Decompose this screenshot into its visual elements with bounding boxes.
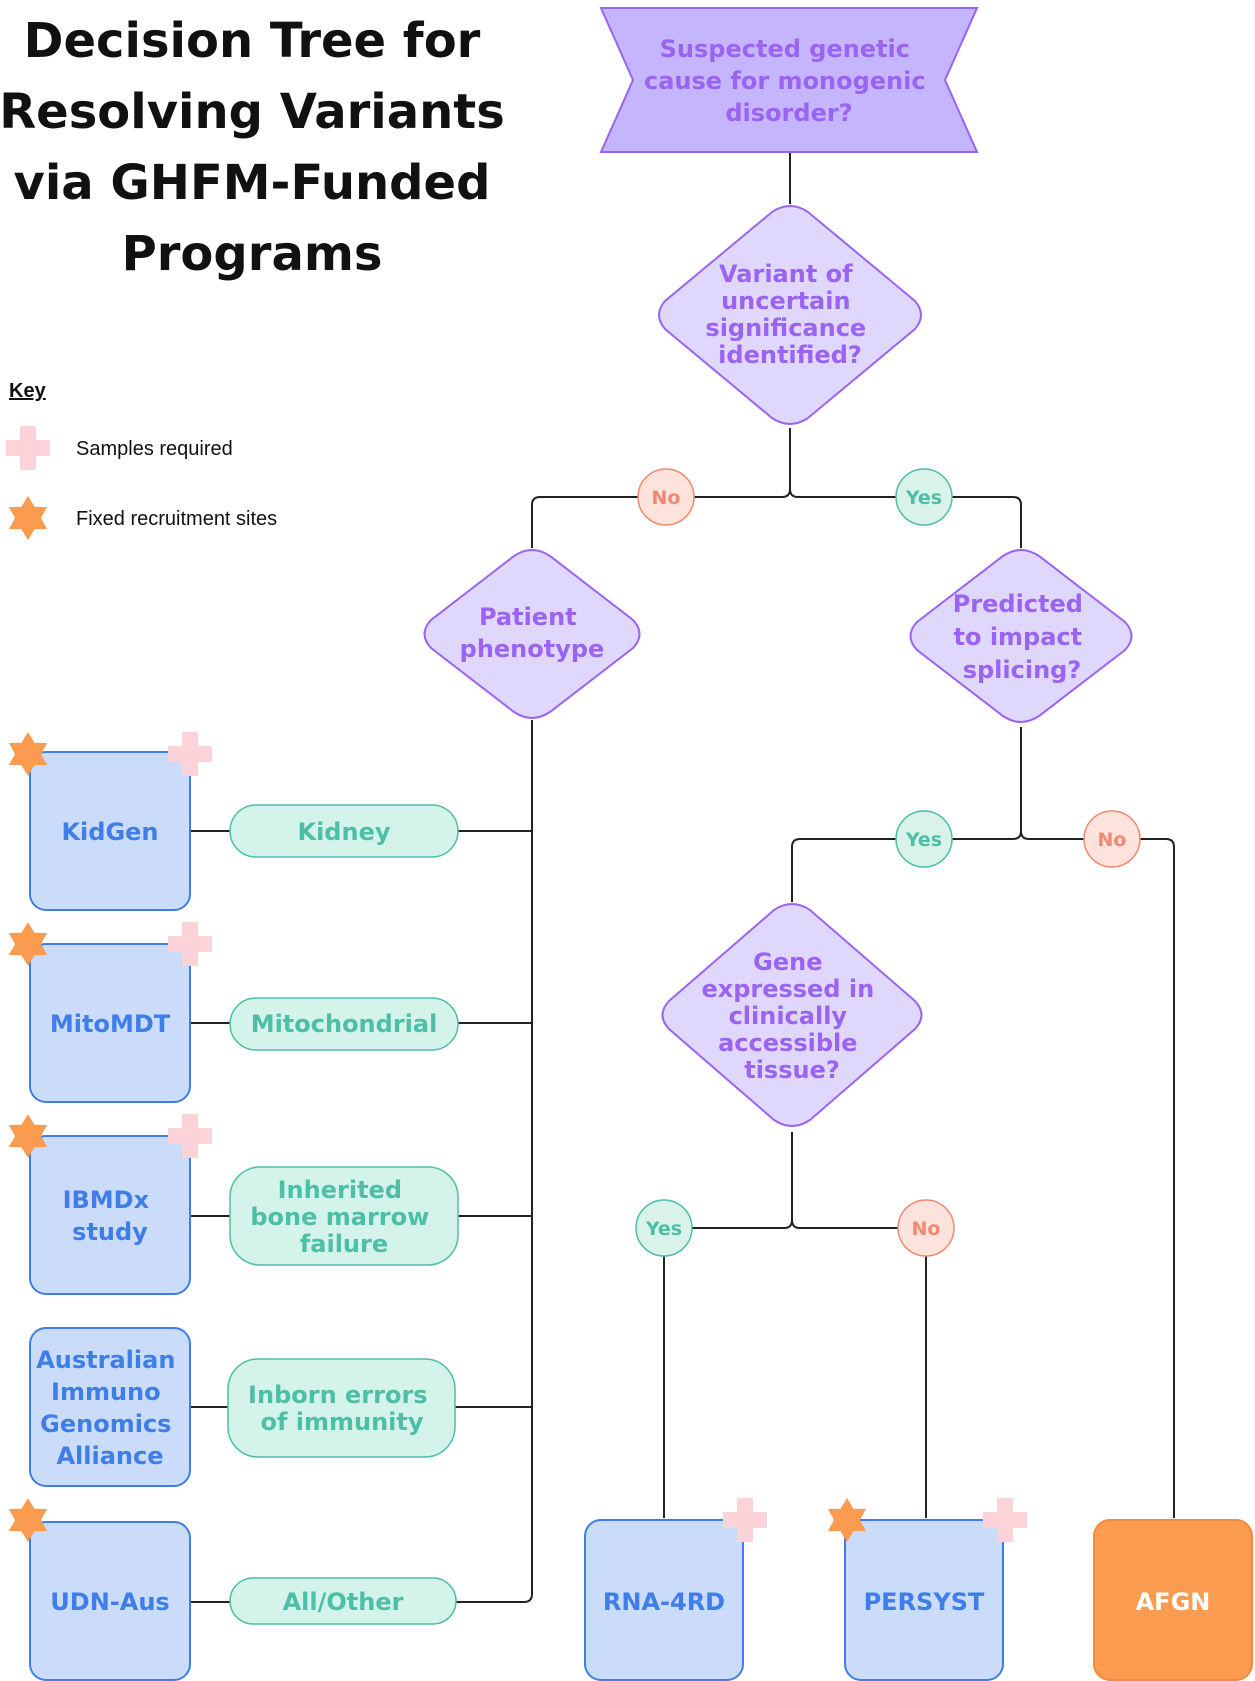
phenotype-other-pill xyxy=(229,1577,457,1625)
phenotype-question-diamond xyxy=(423,549,641,719)
program-rna-box xyxy=(584,1519,744,1681)
phenotype-kidney-pill xyxy=(229,804,459,858)
expressed-no-label: No xyxy=(912,1218,941,1240)
program-afgn-text: AFGN xyxy=(1136,1588,1211,1616)
phenotype-mito-text: Mitochondrial xyxy=(251,1010,438,1038)
phenotype-immunity-pill xyxy=(227,1358,456,1458)
key-label-recruitment: Fixed recruitment sites xyxy=(76,508,277,530)
splicing-yes-answer xyxy=(895,810,953,868)
phenotype-bone-marrow-text: Inherited bone marrow failure xyxy=(250,1176,437,1258)
splicing-question-text: Predicted to impact splicing? xyxy=(953,590,1092,684)
program-kidgen-text: KidGen xyxy=(61,818,158,846)
diagram-title-line-1: Decision Tree for xyxy=(24,13,481,69)
phenotype-immunity-text: Inborn errors of immunity xyxy=(248,1381,436,1436)
vus-question-text: Variant of uncertain significance identi… xyxy=(705,260,874,369)
splicing-yes-label: Yes xyxy=(905,829,942,851)
phenotype-other-text: All/Other xyxy=(283,1588,404,1616)
phenotype-bone-marrow-pill xyxy=(229,1166,459,1266)
program-aiga-text: Australian Immuno Genomics Alliance xyxy=(36,1346,184,1470)
splicing-no-answer xyxy=(1083,810,1141,868)
phenotype-question-text: Patient phenotype xyxy=(460,603,605,663)
vus-yes-label: Yes xyxy=(905,487,942,509)
vus-no-label: No xyxy=(652,487,681,509)
vus-question-diamond xyxy=(658,205,922,425)
program-aiga-box xyxy=(29,1327,191,1487)
diagram-title-line-4: Programs xyxy=(122,226,383,282)
program-persyst-box xyxy=(844,1519,1004,1681)
program-rna-text: RNA-4RD xyxy=(603,1588,725,1616)
expressed-yes-answer xyxy=(635,1199,693,1257)
expressed-question-diamond xyxy=(661,903,923,1127)
start-question-text: Suspected genetic cause for monogenic di… xyxy=(644,35,934,127)
diagram-title-line-2: Resolving Variants xyxy=(0,84,505,140)
vus-yes-answer xyxy=(895,468,953,526)
program-ibmdx-text: IBMDx study xyxy=(63,1186,158,1246)
program-mitomdt-box xyxy=(29,943,191,1103)
vus-no-answer xyxy=(637,468,695,526)
plus-icon xyxy=(6,426,50,470)
expressed-yes-label: Yes xyxy=(645,1218,682,1240)
program-kidgen-box xyxy=(29,751,191,911)
expressed-no-answer xyxy=(897,1199,955,1257)
expressed-question-text: Gene expressed in clinically accessible … xyxy=(701,948,882,1084)
program-ibmdx-box xyxy=(29,1135,191,1295)
diagram-title-line-3: via GHFM-Funded xyxy=(14,155,491,211)
start-question-shape xyxy=(599,7,979,153)
program-udn-box xyxy=(29,1521,191,1681)
phenotype-kidney-text: Kidney xyxy=(297,818,390,846)
phenotype-mito-pill xyxy=(229,997,459,1051)
program-mitomdt-text: MitoMDT xyxy=(50,1010,171,1038)
key-heading: Key xyxy=(9,380,47,402)
key-label-samples: Samples required xyxy=(76,438,233,460)
splicing-no-label: No xyxy=(1098,829,1127,851)
program-afgn-box xyxy=(1093,1519,1253,1681)
program-udn-text: UDN-Aus xyxy=(50,1588,169,1616)
star-icon xyxy=(8,496,48,540)
splicing-question-diamond xyxy=(909,549,1133,723)
program-persyst-text: PERSYST xyxy=(864,1588,985,1616)
